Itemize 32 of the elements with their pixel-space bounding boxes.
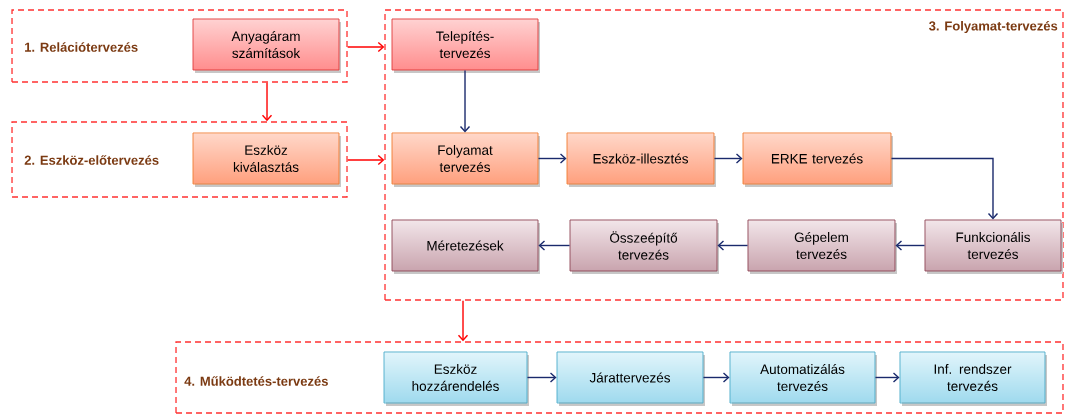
group-title: 1. Relációtervezés: [25, 42, 138, 52]
arrow: [538, 240, 571, 251]
group-title: 2. Eszköz-előtervezés: [24, 155, 159, 165]
arrow: [895, 240, 926, 251]
process-box: Inf. rendszer tervezés: [899, 351, 1047, 406]
process-box: Gépelem tervezés: [747, 219, 897, 274]
process-box: Folyamat tervezés: [391, 132, 540, 187]
arrow: [457, 299, 469, 342]
process-box: Járattervezés: [556, 351, 705, 406]
arrow: [702, 372, 730, 383]
process-box: Méretezések: [391, 219, 540, 274]
group-title: 3. Folyamat-tervezés: [929, 20, 1058, 34]
arrow: [717, 240, 749, 251]
process-box: Anyagáram számítások: [192, 18, 341, 73]
arrow: [874, 372, 900, 383]
arrow: [459, 69, 471, 133]
arrow: [346, 41, 385, 53]
arrow: [261, 81, 273, 122]
arrow: [346, 154, 385, 166]
process-box: Összeépítő tervezés: [569, 219, 719, 274]
process-box: Eszköz kiválasztás: [192, 132, 341, 187]
process-box: Telepítés- tervezés: [391, 18, 540, 73]
process-box: ERKE tervezés: [742, 132, 893, 187]
arrow: [526, 372, 557, 383]
process-box: Eszköz hozzárendelés: [383, 351, 529, 406]
group-title: 4. Működtetés-tervezés: [184, 376, 328, 386]
process-box: Funkcionális tervezés: [924, 219, 1063, 274]
arrow: [537, 153, 567, 164]
process-box: Eszköz-illesztés: [566, 132, 716, 187]
arrow: [890, 157, 999, 220]
arrow: [713, 153, 743, 164]
process-box: Automatizálás tervezés: [729, 351, 877, 406]
